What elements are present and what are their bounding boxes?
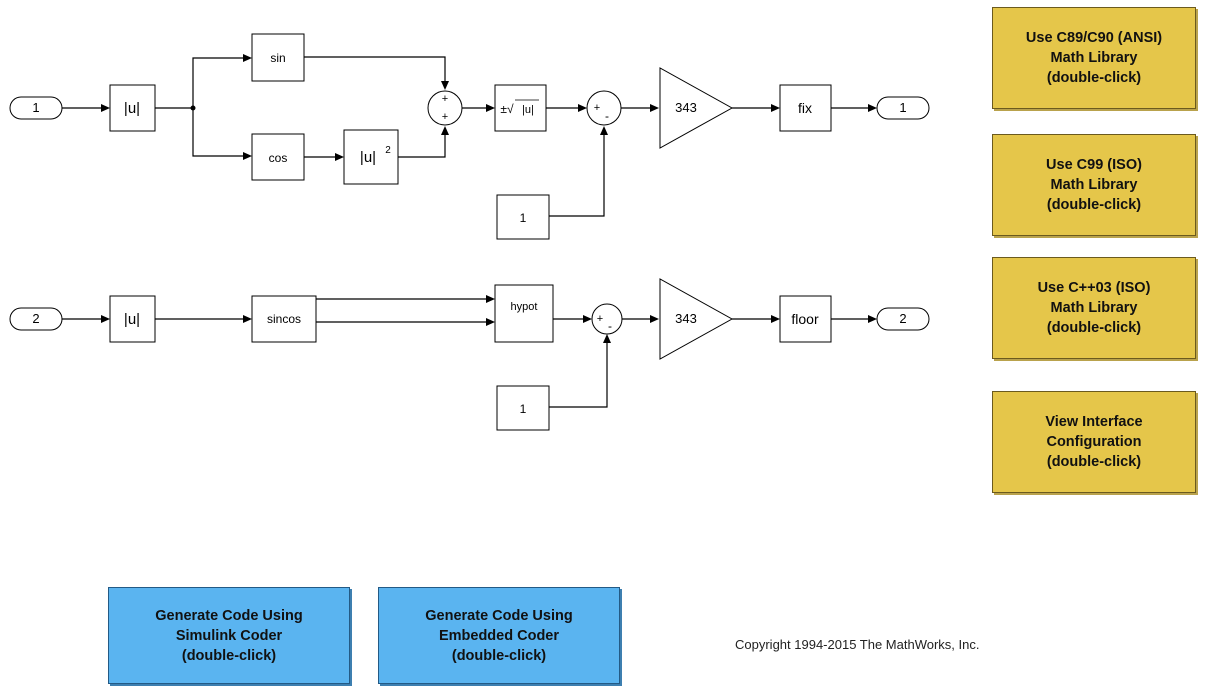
square-block-exponent: 2 bbox=[385, 145, 391, 156]
abs-block-1[interactable]: |u| bbox=[109, 84, 156, 132]
cos-block-label: cos bbox=[269, 151, 288, 165]
square-block-base: |u| bbox=[360, 149, 376, 166]
floor-block-label: floor bbox=[791, 311, 819, 327]
sum-sign-top: + bbox=[442, 93, 448, 105]
subtract-1-sign-minus: - bbox=[605, 109, 609, 123]
hypot-block-label: hypot bbox=[511, 301, 538, 313]
constant-block-2[interactable]: 1 bbox=[496, 385, 550, 431]
abs-block-2-label: |u| bbox=[124, 311, 140, 328]
sincos-block[interactable]: sincos bbox=[251, 295, 317, 343]
fix-block-label: fix bbox=[798, 100, 812, 116]
outport-1-label: 1 bbox=[899, 100, 906, 115]
sincos-block-label: sincos bbox=[267, 312, 301, 326]
gain-block-2[interactable]: 343 bbox=[659, 278, 734, 360]
inport-2[interactable]: 2 bbox=[9, 307, 63, 331]
subtract-block-1[interactable]: + - bbox=[586, 90, 622, 126]
constant-block-1[interactable]: 1 bbox=[496, 194, 550, 240]
hypot-block[interactable]: hypot bbox=[494, 284, 554, 343]
gain-block-1[interactable]: 343 bbox=[659, 67, 734, 149]
outport-1[interactable]: 1 bbox=[876, 96, 930, 120]
cos-block[interactable]: cos bbox=[251, 133, 305, 181]
use-c99-math-library-button[interactable]: Use C99 (ISO) Math Library (double-click… bbox=[992, 134, 1196, 236]
generate-code-simulink-coder-button[interactable]: Generate Code Using Simulink Coder (doub… bbox=[108, 587, 350, 684]
fix-block[interactable]: fix bbox=[779, 84, 832, 132]
signed-sqrt-block[interactable]: ±√ |u| bbox=[494, 84, 547, 132]
sqrt-block-symbol: ±√ bbox=[500, 102, 514, 116]
generate-code-embedded-coder-button[interactable]: Generate Code Using Embedded Coder (doub… bbox=[378, 587, 620, 684]
inport-2-label: 2 bbox=[32, 311, 39, 326]
subtract-2-sign-minus: - bbox=[608, 319, 612, 333]
square-block[interactable]: |u| 2 bbox=[343, 129, 399, 185]
outport-2[interactable]: 2 bbox=[876, 307, 930, 331]
sin-block[interactable]: sin bbox=[251, 33, 305, 82]
gain-1-label: 343 bbox=[675, 100, 697, 115]
constant-1-label: 1 bbox=[520, 211, 527, 225]
sqrt-block-arg: |u| bbox=[522, 104, 534, 116]
subtract-1-sign-plus: + bbox=[594, 102, 600, 114]
use-c89-math-library-button[interactable]: Use C89/C90 (ANSI) Math Library (double-… bbox=[992, 7, 1196, 109]
sum-block[interactable]: + + bbox=[427, 90, 463, 126]
subtract-block-2[interactable]: + - bbox=[591, 303, 623, 335]
use-cpp03-math-library-button[interactable]: Use C++03 (ISO) Math Library (double-cli… bbox=[992, 257, 1196, 359]
inport-1-label: 1 bbox=[32, 100, 39, 115]
sum-sign-bottom: + bbox=[442, 111, 448, 123]
abs-block-1-label: |u| bbox=[124, 100, 140, 117]
floor-block[interactable]: floor bbox=[779, 295, 832, 343]
sin-block-label: sin bbox=[270, 51, 285, 65]
abs-block-2[interactable]: |u| bbox=[109, 295, 156, 343]
constant-2-label: 1 bbox=[520, 402, 527, 416]
inport-1[interactable]: 1 bbox=[9, 96, 63, 120]
view-interface-configuration-button[interactable]: View Interface Configuration (double-cli… bbox=[992, 391, 1196, 493]
gain-2-label: 343 bbox=[675, 311, 697, 326]
outport-2-label: 2 bbox=[899, 311, 906, 326]
copyright-notice: Copyright 1994-2015 The MathWorks, Inc. bbox=[735, 637, 980, 652]
subtract-2-sign-plus: + bbox=[597, 313, 603, 325]
